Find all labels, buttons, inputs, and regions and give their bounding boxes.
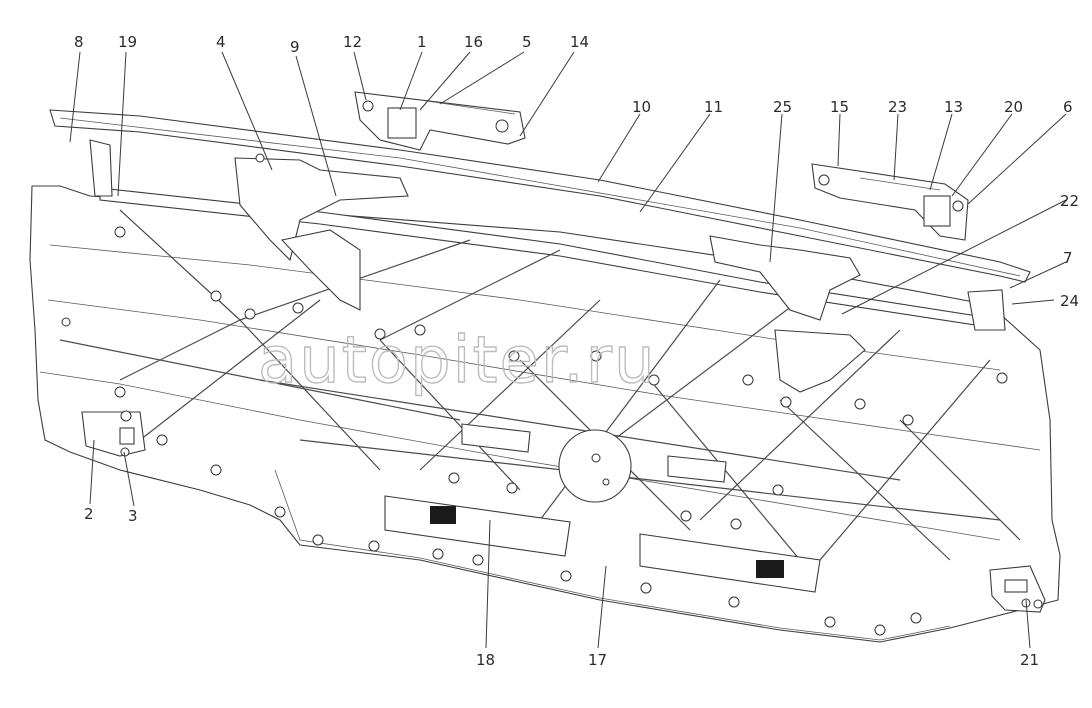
- callout-15: 15: [830, 98, 849, 116]
- callout-19: 19: [118, 33, 137, 51]
- watermark-text: autopiter.ru: [258, 324, 657, 398]
- handle-assembly-left: [354, 91, 526, 151]
- hinge-brackets: [89, 139, 1006, 393]
- callout-1: 1: [417, 33, 427, 51]
- callout-6: 6: [1063, 98, 1073, 116]
- lower-right-hinge: [989, 565, 1046, 613]
- callout-25: 25: [773, 98, 792, 116]
- callout-10: 10: [632, 98, 651, 116]
- callout-14: 14: [570, 33, 589, 51]
- callout-11: 11: [704, 98, 723, 116]
- callout-24: 24: [1060, 292, 1079, 310]
- callout-2: 2: [84, 505, 94, 523]
- callout-9: 9: [290, 38, 300, 56]
- fasteners: [61, 153, 1008, 636]
- leader-lines: [69, 51, 1067, 649]
- callout-3: 3: [128, 507, 138, 525]
- lower-left-hinge: [81, 410, 146, 457]
- callout-4: 4: [216, 33, 226, 51]
- callout-22: 22: [1060, 192, 1079, 210]
- handle-assembly-right: [811, 163, 969, 241]
- center-disc: [558, 429, 632, 503]
- callout-18: 18: [476, 651, 495, 669]
- callout-7: 7: [1063, 249, 1073, 267]
- callout-12: 12: [343, 33, 362, 51]
- callout-17: 17: [588, 651, 607, 669]
- callout-5: 5: [522, 33, 532, 51]
- callout-16: 16: [464, 33, 483, 51]
- callout-20: 20: [1004, 98, 1023, 116]
- callout-13: 13: [944, 98, 963, 116]
- callout-labels: 8 19 4 9 12 1 16 5 14 10 11 25 15 23 13 …: [74, 33, 1079, 669]
- callout-23: 23: [888, 98, 907, 116]
- callout-21: 21: [1020, 651, 1039, 669]
- vents: [384, 423, 821, 593]
- top-rail: [49, 109, 1031, 283]
- callout-8: 8: [74, 33, 84, 51]
- reinforcement-ribs: [59, 209, 1021, 561]
